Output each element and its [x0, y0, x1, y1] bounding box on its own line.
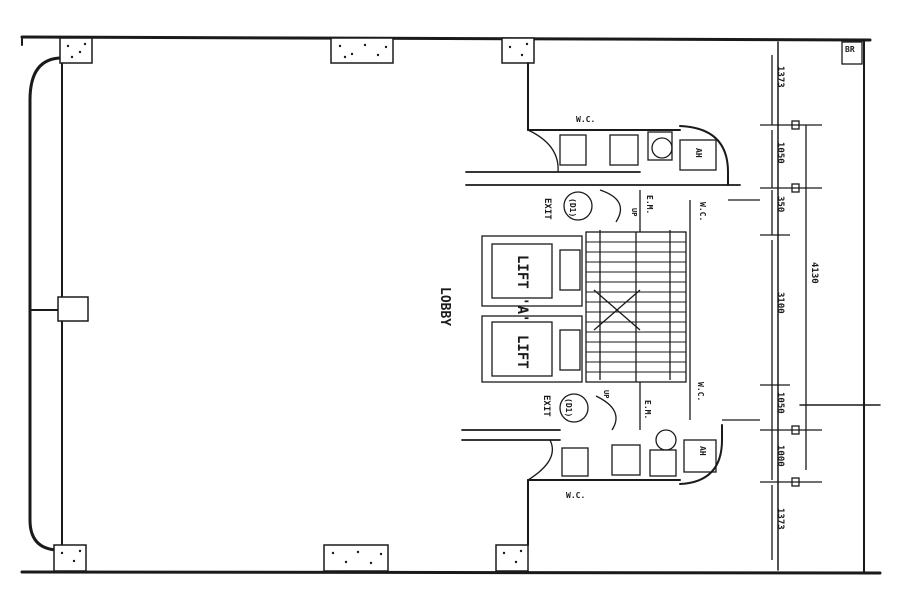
column-circle-upper: [563, 191, 593, 221]
num-lower-label: (D1): [564, 398, 573, 417]
lifts: [481, 235, 583, 383]
dim-4-label: 4130: [809, 262, 819, 284]
outer-walls: [20, 35, 882, 575]
lobby-label: LOBBY: [437, 287, 452, 326]
door-swing-exit-upper: [599, 189, 621, 223]
exit-lower-label: EXIT: [541, 395, 551, 417]
lift-a-shaft: [481, 235, 583, 307]
up-lower-label: UP: [602, 390, 610, 398]
dim-6-label: 1050: [775, 392, 785, 414]
dim-ticks: [722, 124, 822, 483]
lift-b-label: LIFT: [514, 335, 530, 369]
column-bottom-right: [495, 544, 529, 572]
dim-marker-1: [791, 120, 800, 130]
dim-8-label: 1373: [775, 508, 785, 530]
labels: LOBBY LIFT 'A' LIFT EXIT EXIT (D1) (D1) …: [437, 45, 855, 530]
column-circle-lower: [559, 393, 589, 423]
corner-box: [841, 41, 863, 65]
wc-right-upper-label: W.C.: [698, 202, 707, 221]
dim-5-label: 3100: [775, 292, 785, 314]
br-label: BR: [845, 45, 855, 54]
toilet-blocks: [559, 131, 717, 477]
wc-bottom-cubicle-4: [683, 439, 717, 473]
bottom-wall: [20, 570, 882, 575]
wc-top-label: W.C.: [576, 115, 595, 124]
ah-lower-label: AH: [698, 446, 707, 456]
exit-upper-label: EXIT: [542, 198, 552, 220]
column-hatching: [60, 42, 529, 565]
left-curved-glazing: [28, 56, 64, 552]
column-circle-top-right: [651, 137, 673, 159]
lift-b-counterweight: [559, 329, 581, 371]
lift-a-car: [491, 243, 553, 299]
column-bottom-left: [53, 544, 87, 572]
lift-b-shaft: [481, 315, 583, 383]
door-swing-top: [527, 129, 559, 173]
num-upper-label: (D1): [568, 198, 577, 217]
dim-marker-4: [791, 477, 800, 487]
ah-upper-label: AH: [694, 148, 703, 158]
lift-a-label: LIFT 'A': [514, 255, 530, 322]
door-swing-bottom: [527, 439, 554, 481]
top-wall: [20, 35, 872, 42]
wc-bottom-cubicle-1: [561, 447, 589, 477]
column-bottom-mid: [323, 544, 389, 572]
dim-7-label: 1000: [775, 445, 785, 467]
dim-marker-2: [791, 183, 800, 193]
dimension-lines: [722, 41, 863, 560]
columns: [53, 37, 535, 572]
dim-3-label: 350: [775, 196, 785, 212]
wc-top-cubicle-2: [609, 134, 639, 166]
wc-right-lower-label: W.C.: [696, 382, 705, 401]
lift-b-car: [491, 321, 553, 377]
stair-diag-2: [593, 289, 641, 331]
door-swing-exit-lower: [595, 395, 617, 431]
dim-marker-3: [791, 425, 800, 435]
dim-1-label: 1373: [775, 66, 785, 88]
core-outline: [461, 62, 741, 546]
core-curve-top: [679, 125, 729, 186]
core-curve-bottom: [679, 424, 723, 485]
em-upper-label: E.M.: [645, 195, 654, 214]
dim-2-label: 1050: [775, 142, 785, 164]
em-lower-label: E.M.: [643, 400, 652, 419]
wc-bottom-cubicle-2: [611, 444, 641, 476]
column-top-left: [59, 37, 93, 64]
stair-treads: [586, 241, 686, 373]
column-top-right: [501, 37, 535, 64]
column-top-mid: [330, 37, 394, 64]
wc-top-cubicle-1: [559, 134, 587, 166]
column-circle-bottom-right: [655, 429, 677, 451]
wc-bottom-cubicle-3: [649, 449, 677, 477]
wc-bottom-label: W.C.: [566, 491, 585, 500]
wc-top-cubicle-4: [679, 139, 717, 171]
lift-a-counterweight: [559, 249, 581, 291]
up-upper-label: UP: [630, 208, 638, 216]
stairs: [585, 190, 691, 430]
left-mid-column: [57, 296, 89, 322]
